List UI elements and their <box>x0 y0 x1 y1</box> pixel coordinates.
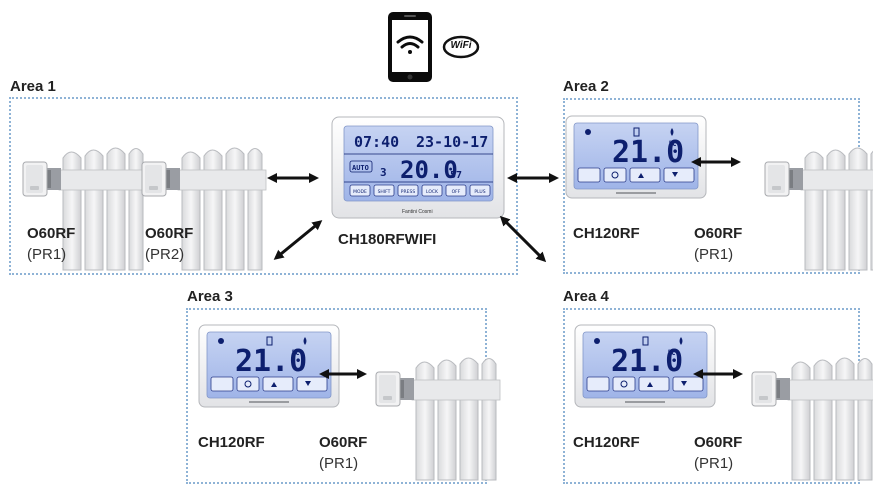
ch180-button <box>469 184 491 197</box>
area-3-title: Area 3 <box>187 288 233 305</box>
ch180-button-label: OFF <box>452 189 461 195</box>
area-1-title: Area 1 <box>10 78 56 95</box>
ch180-prog-digit: 3 <box>380 166 387 179</box>
area1-o60rf-1-label: O60RF <box>27 225 76 242</box>
wifi-badge-icon <box>442 35 480 59</box>
area2-o60rf-label: O60RF <box>694 225 743 242</box>
area-1-frame <box>9 97 518 275</box>
area3-ch120rf-thermostat: 21.0 °C <box>198 324 340 408</box>
area3-ch120rf-label: CH120RF <box>198 434 265 451</box>
area-2-title: Area 2 <box>563 78 609 95</box>
area2-ch120-temp: 21.0 <box>612 135 684 170</box>
smartphone-icon <box>388 12 432 82</box>
area4-ch120-unit: °C <box>667 349 675 357</box>
area4-radiator <box>751 357 873 481</box>
area4-o60rf-profile: (PR1) <box>694 455 734 472</box>
ch180-temp: 20.0 <box>400 156 458 184</box>
ch180-time: 07:40 <box>354 133 399 151</box>
area2-ch120rf-label: CH120RF <box>573 225 640 242</box>
area3-o60rf-profile: (PR1) <box>319 455 359 472</box>
area1-o60rf-2-label: O60RF <box>145 225 194 242</box>
ch180-button <box>421 184 443 197</box>
ch180-minor: 57 <box>450 170 462 181</box>
ch180-button <box>397 184 419 197</box>
area3-ch120-temp: 21.0 <box>235 344 307 379</box>
ch180-button-row: MODE SHIFT PRESS LOCK OFF PLUS <box>349 184 491 197</box>
area2-ch120-unit: °C <box>668 140 676 148</box>
ch180-button <box>445 184 467 197</box>
area1-o60rf-2-profile: (PR2) <box>145 246 185 263</box>
ch180rfwifi-label: CH180RFWIFI <box>338 231 437 248</box>
wifi-badge-label: WiFi <box>450 40 472 51</box>
area2-o60rf-profile: (PR1) <box>694 246 734 263</box>
area1-o60rf-1-profile: (PR1) <box>27 246 67 263</box>
ch180rfwifi-thermostat: 07:40 23-10-17 AUTO 3 20.0 57 MODE SHIFT P… <box>331 116 505 219</box>
area4-ch120-temp: 21.0 <box>611 344 683 379</box>
area3-o60rf-label: O60RF <box>319 434 368 451</box>
area4-o60rf-label: O60RF <box>694 434 743 451</box>
ch180-date: 23-10-17 <box>416 133 488 151</box>
arrow-ch180-to-area1-bottom <box>273 220 323 260</box>
ch180-button-label: LOCK <box>426 189 439 195</box>
arrow-ch180-to-area4 <box>499 215 547 263</box>
ch180-brand: Fantini Cosmi <box>402 209 433 215</box>
area4-ch120rf-thermostat: 21.0 °C <box>574 324 716 408</box>
ch180-button <box>349 184 371 197</box>
area3-ch120-unit: °C <box>291 349 299 357</box>
ch180-mode: AUTO <box>352 164 369 172</box>
area2-ch120rf-thermostat: 21.0 °C <box>565 115 707 199</box>
ch180-button-label: PRESS <box>401 189 416 195</box>
wifi-icon <box>396 35 424 54</box>
ch180-button-label: MODE <box>353 189 367 195</box>
ch180-button <box>373 184 395 197</box>
area-4-title: Area 4 <box>563 288 609 305</box>
area3-radiator <box>375 357 501 481</box>
area4-ch120rf-label: CH120RF <box>573 434 640 451</box>
ch180-button-label: PLUS <box>474 189 485 195</box>
area2-radiator <box>764 147 873 271</box>
ch180-button-label: SHIFT <box>378 189 391 195</box>
